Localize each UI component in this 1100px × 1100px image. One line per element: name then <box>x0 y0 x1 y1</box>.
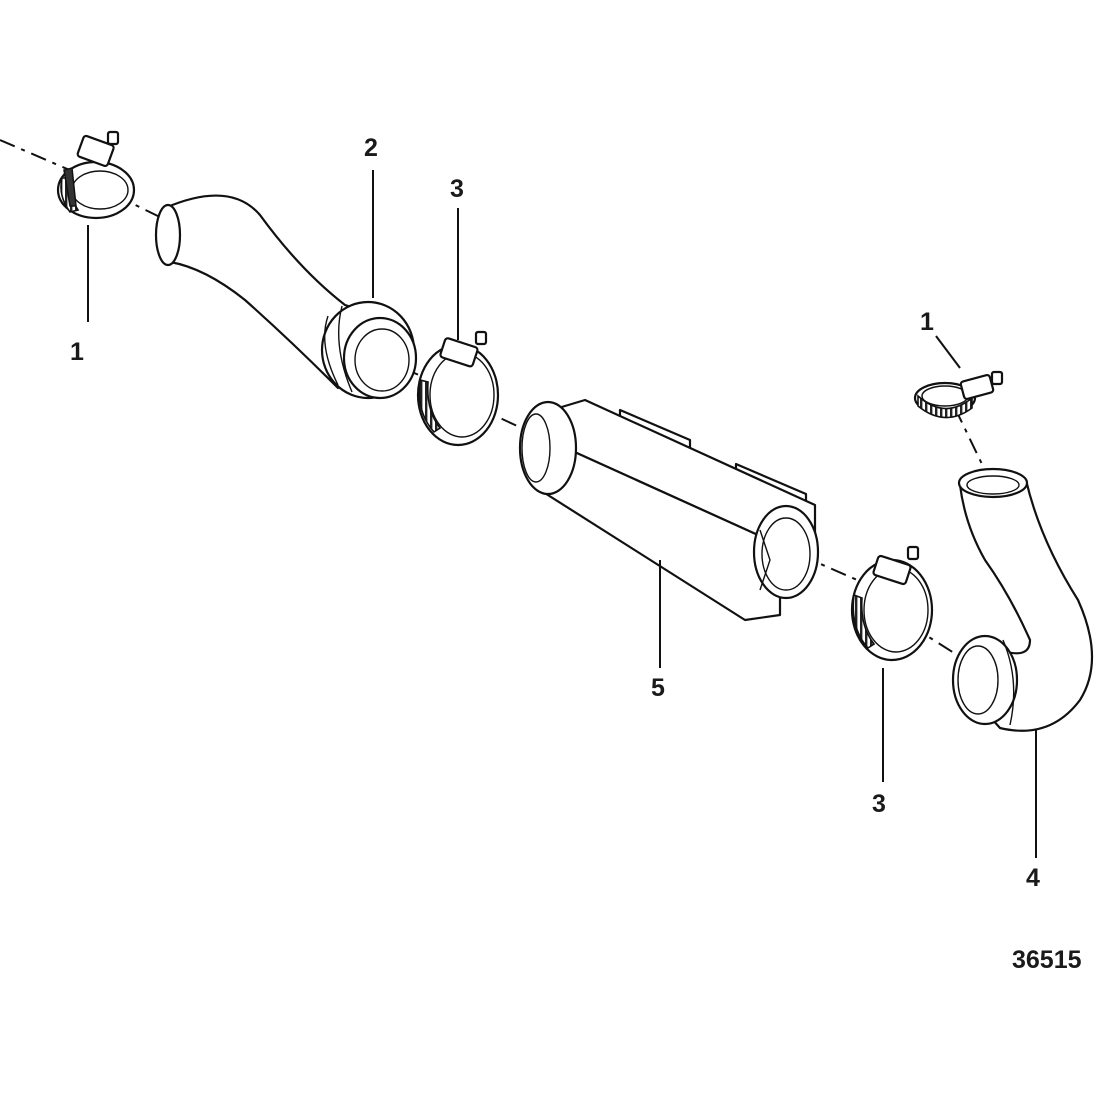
hose-clamp-right-lower <box>850 545 934 662</box>
callout-1-right: 1 <box>920 308 934 336</box>
callout-4: 4 <box>1026 864 1040 892</box>
hose-clamp-middle <box>416 330 500 447</box>
callout-2: 2 <box>364 134 378 162</box>
hose-clamp-left <box>56 130 136 220</box>
callout-3-middle: 3 <box>450 175 464 203</box>
hose-clamp-right-top <box>913 370 1004 419</box>
figure-number: 36515 <box>1012 946 1082 974</box>
callout-3-right: 3 <box>872 790 886 818</box>
callout-5: 5 <box>651 674 665 702</box>
elbow-hose <box>951 467 1094 732</box>
callout-labels: 1 2 3 5 1 3 4 36515 <box>70 134 1082 974</box>
upper-hose <box>154 194 418 400</box>
cooler-body <box>518 398 820 622</box>
leader-lines <box>87 170 1037 858</box>
callout-1-left: 1 <box>70 338 84 366</box>
